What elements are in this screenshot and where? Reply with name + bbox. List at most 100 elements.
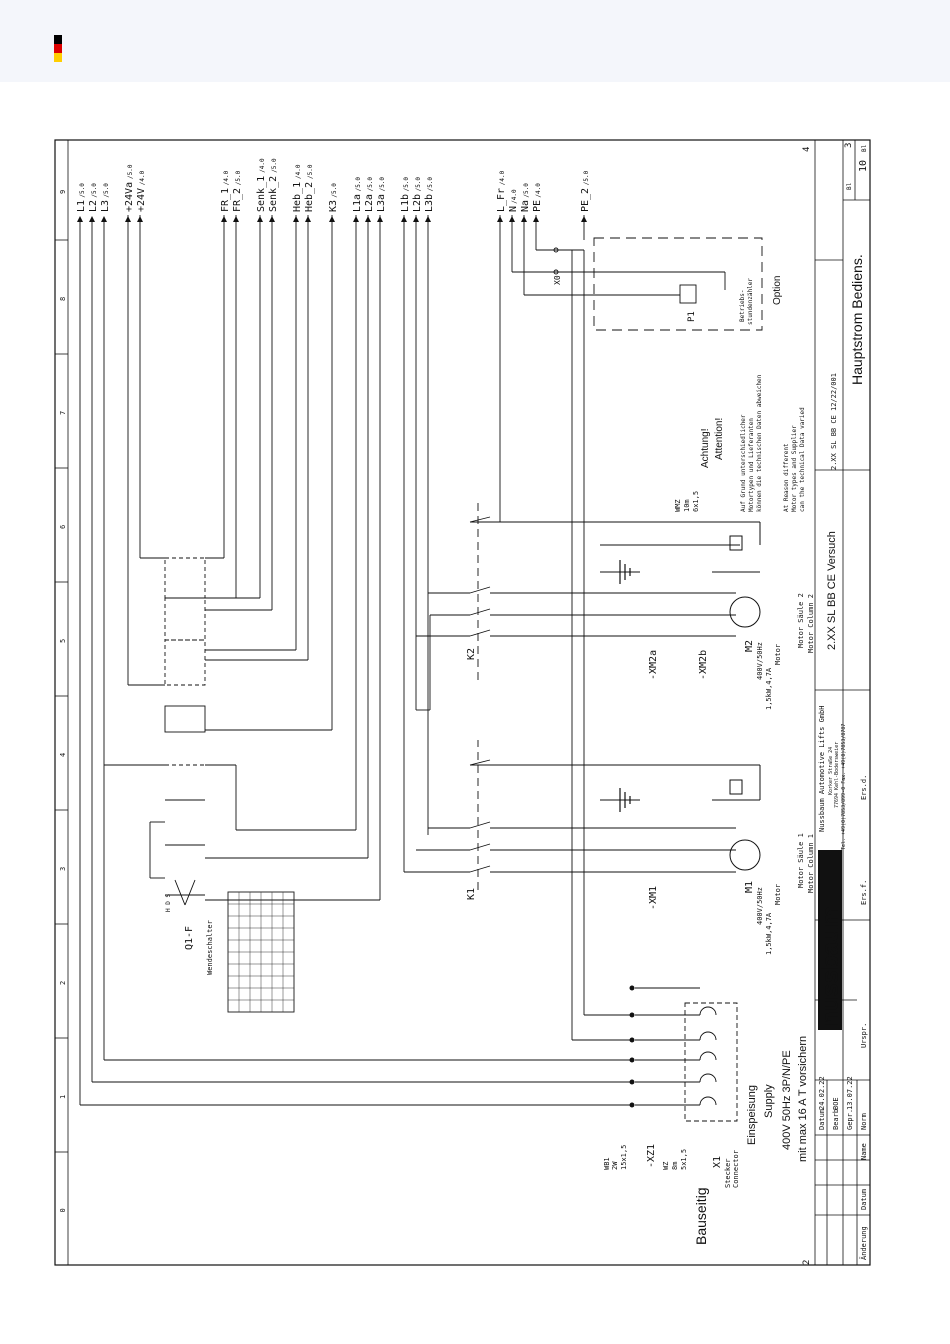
note-en-2: Motor types and Supplier — [791, 425, 798, 512]
wb-label: WB1 — [603, 1157, 611, 1170]
m2-power-label: 1,5kW,4,7A — [765, 667, 773, 710]
output-arrow — [353, 216, 359, 222]
column-grid — [55, 139, 68, 1153]
tb-address1: Korker Straße 24 — [828, 747, 834, 795]
output-label: L3b — [424, 194, 435, 212]
title-block-text: Datum Bearb Gepr. Norm 24.02.22 BOE 13.0… — [802, 143, 869, 1265]
column-label: 9 — [59, 190, 67, 194]
output-label: Heb_2 — [304, 182, 315, 212]
output-arrow — [233, 216, 239, 222]
output-ref: /5.0 — [523, 183, 530, 198]
output-label: L1a — [352, 194, 363, 212]
page-top-band — [0, 0, 950, 82]
output-ref: /5.0 — [127, 164, 134, 179]
m2-motor-label: Motor — [774, 644, 782, 665]
tb-gepr-val: 13.07.22 — [846, 1076, 854, 1110]
output-label: +24Va — [124, 182, 135, 212]
q1f-label: Q1-F — [184, 926, 195, 950]
contactors — [469, 500, 491, 890]
wb2-label: 2W — [611, 1161, 619, 1170]
terminal-strip — [629, 985, 700, 1108]
ground-symbols — [619, 560, 631, 812]
m2-spec-label: 400V/50Hz — [756, 642, 764, 680]
p1-label: P1 — [687, 311, 697, 322]
wmz-cable-label: 6x1,5 — [692, 491, 700, 512]
tb-datum-col: Datum — [860, 1189, 868, 1210]
output-arrow — [365, 216, 371, 222]
xz1-label: -XZ1 — [646, 1144, 657, 1168]
xm1-label: -XM1 — [648, 886, 659, 910]
output-arrow — [293, 216, 299, 222]
m2-label: M2 — [744, 640, 755, 652]
tb-rev-prev: 2 — [802, 1260, 812, 1265]
output-ref: /4.0 — [499, 170, 506, 185]
output-label: Senk_1 — [256, 176, 267, 212]
tb-gepr: Gepr. — [846, 1109, 854, 1130]
tb-address2: 77694 Kehl-Bodersweier — [834, 742, 840, 808]
output-arrow — [425, 216, 431, 222]
output-arrow — [329, 216, 335, 222]
supply-de-label: Einspeisung — [746, 1085, 758, 1145]
output-ref: /4.0 — [223, 170, 230, 185]
output-arrow — [521, 216, 527, 222]
cable2-label: 5x1,5 — [680, 1149, 688, 1170]
note-de-2: Motortypen und Lieferanten — [748, 418, 755, 512]
output-ref: /5.0 — [307, 164, 314, 179]
wz-label: WZ — [662, 1162, 670, 1170]
flag-stripe-red — [54, 44, 62, 53]
terminal-dot — [629, 1102, 635, 1108]
motor-saule1-label: Motor Säule 1 — [797, 833, 805, 888]
diagram-text: Bauseitig Einspeisung Supply 400V 50Hz 3… — [165, 275, 815, 1245]
m1-label: M1 — [744, 881, 755, 893]
tb-sheet-label: Bl — [861, 144, 868, 152]
output-label: L1 — [76, 200, 87, 212]
output-arrow — [401, 216, 407, 222]
output-label: PE_2 — [580, 188, 591, 212]
xm2b-label: -XM2b — [698, 650, 709, 680]
output-label: L1b — [400, 194, 411, 212]
tb-rev-next: 4 — [802, 147, 812, 152]
output-ref: /4.0 — [295, 164, 302, 179]
output-label: +24V — [136, 188, 147, 212]
output-label: Senk_2 — [268, 176, 279, 212]
m1-motor-label: Motor — [774, 884, 782, 905]
flag-stripe-gold — [54, 53, 62, 62]
wmz-len-label: 10m — [683, 499, 691, 512]
output-arrow — [413, 216, 419, 222]
column-label: 3 — [59, 867, 67, 871]
note-en-1: At Reason different — [783, 443, 790, 512]
fuse-label: mit max 16 A T vorsichern — [797, 1036, 809, 1162]
output-label: L3a — [376, 194, 387, 212]
x1-label: X1 — [712, 1156, 723, 1168]
output-ref: /4.0 — [259, 158, 266, 173]
output-label: L_Fr — [496, 188, 507, 212]
wire-bus — [79, 215, 585, 1105]
tb-ers-d: Ers.d. — [860, 775, 868, 800]
column-label: 1 — [59, 1095, 67, 1099]
k2-label: K2 — [466, 648, 477, 660]
output-label: L2b — [412, 194, 423, 212]
output-ref: /5.0 — [415, 177, 422, 192]
tb-bl-label: Bl — [846, 182, 853, 190]
output-ref: /5.0 — [331, 183, 338, 198]
output-arrow — [509, 216, 515, 222]
output-arrow — [533, 216, 539, 222]
connector-label: Connector — [732, 1150, 740, 1188]
output-ref: /5.0 — [103, 183, 110, 198]
tb-page: 10 — [858, 160, 869, 172]
nussbaum-logo: nussbaum — [817, 850, 844, 1030]
logo-text: nussbaum — [817, 906, 844, 1026]
tb-drawing: Hauptstrom Bediens. — [849, 254, 865, 385]
column-label: 4 — [59, 753, 67, 757]
output-label: Heb_1 — [292, 182, 303, 212]
tb-name: Name — [860, 1143, 868, 1160]
motors — [712, 522, 761, 871]
output-ref: /4.0 — [511, 189, 518, 204]
tb-norm: Norm — [860, 1113, 868, 1130]
output-arrow — [377, 216, 383, 222]
m1-spec-label: 400V/50Hz — [756, 887, 764, 925]
hds-label: H D S — [165, 894, 172, 912]
tb-ers-f: Ers.f. — [860, 880, 868, 905]
